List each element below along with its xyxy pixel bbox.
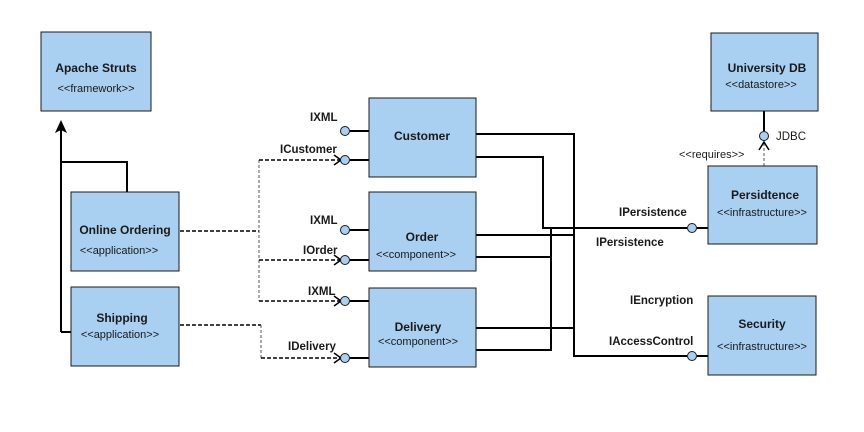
component-order[interactable]: Order <<component>> (368, 191, 477, 272)
component-stereotype: <<infrastructure>> (717, 207, 807, 219)
component-stereotype: <<datastore>> (725, 79, 797, 91)
component-stereotype: <<application>> (81, 329, 159, 341)
delivery-to-bus-line (476, 257, 552, 351)
component-stereotype: <<component>> (376, 249, 456, 261)
component-title: University DB (728, 61, 807, 75)
order-ixml-label: IXML (310, 215, 337, 227)
component-customer[interactable]: Customer (368, 97, 477, 178)
order-to-bus-line (476, 228, 552, 258)
iaccesscontrol-label: IAccessControl (609, 336, 693, 348)
iaccesscontrol-interface-icon[interactable] (687, 351, 697, 361)
online-ordering-to-struts-line (61, 161, 128, 192)
customer-to-security-line (476, 133, 687, 357)
component-stereotype: <<infrastructure>> (717, 341, 807, 353)
customer-icustomer-interface-icon[interactable] (340, 155, 350, 165)
component-title: Apache Struts (55, 61, 137, 75)
customer-ixml-interface-icon[interactable] (340, 126, 350, 136)
delivery-idelivery-label: IDelivery (288, 341, 337, 353)
requires-label: <<requires>> (679, 149, 744, 161)
component-university-db[interactable]: University DB <<datastore>> (710, 32, 819, 112)
component-title: Shipping (96, 311, 147, 325)
component-title: Delivery (395, 320, 442, 334)
jdbc-interface-icon[interactable] (759, 131, 769, 141)
customer-to-persistence-line (476, 156, 687, 229)
delivery-ixml-interface-icon[interactable] (340, 296, 350, 306)
customer-ixml-label: IXML (310, 112, 337, 124)
component-persistence[interactable]: Persidtence <<infrastructure>> (707, 165, 818, 245)
order-iorder-label: IOrder (303, 245, 338, 257)
struts-arrowhead (55, 120, 67, 133)
requires-arrowhead (758, 140, 770, 151)
component-apache-struts[interactable]: Apache Struts <<framework>> (40, 31, 152, 112)
customer-icustomer-label: ICustomer (280, 144, 337, 156)
ipersistence-label-top: IPersistence (619, 207, 687, 219)
iencryption-label: IEncryption (630, 295, 693, 307)
component-stereotype: <<application>> (80, 245, 158, 257)
component-security[interactable]: Security <<infrastructure>> (707, 295, 817, 376)
component-delivery[interactable]: Delivery <<component>> (368, 287, 477, 368)
component-title: Persidtence (731, 188, 799, 202)
component-stereotype: <<component>> (378, 336, 458, 348)
component-stereotype: <<framework>> (57, 83, 134, 95)
component-title: Customer (394, 129, 450, 143)
component-title: Online Ordering (79, 223, 170, 237)
component-title: Order (406, 230, 439, 244)
ipersistence-label-bottom: IPersistence (596, 237, 664, 249)
order-ixml-interface-icon[interactable] (340, 225, 350, 235)
order-iorder-interface-icon[interactable] (340, 255, 350, 265)
component-shipping[interactable]: Shipping <<application>> (70, 286, 180, 367)
component-online-ordering[interactable]: Online Ordering <<application>> (70, 191, 180, 272)
delivery-idelivery-interface-icon[interactable] (340, 353, 350, 363)
component-title: Security (738, 317, 786, 331)
delivery-ixml-label: IXML (308, 286, 335, 298)
jdbc-label: JDBC (776, 131, 806, 143)
ipersistence-interface-icon[interactable] (687, 223, 697, 233)
